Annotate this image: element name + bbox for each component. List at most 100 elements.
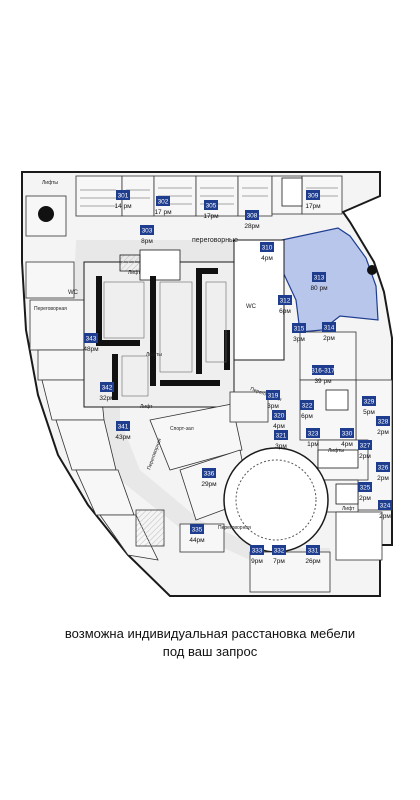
- room-capacity-309: 17рм: [305, 203, 321, 210]
- room-number-327: 327: [360, 443, 371, 450]
- room-tag-301: [116, 190, 130, 200]
- room-tag-330: [340, 428, 354, 438]
- lower-centre: [135, 391, 331, 593]
- room-number-312: 312: [280, 298, 291, 305]
- room-tag-343: [84, 333, 98, 343]
- label-lift-center: Лифт: [128, 270, 141, 276]
- room-capacity-328: 2рм: [377, 429, 389, 436]
- room-number-314: 314: [324, 325, 335, 332]
- room-number-319: 319: [268, 393, 279, 400]
- room-capacity-331: 26рм: [305, 558, 321, 565]
- central-block: [83, 239, 285, 408]
- room-tag-308: [245, 210, 259, 220]
- room-capacity-316-317: 39 рм: [314, 378, 332, 385]
- room-313-area: [281, 227, 379, 333]
- room-number-342: 342: [102, 385, 113, 392]
- room-capacity-312: 6рм: [279, 308, 291, 315]
- right-core: [119, 177, 359, 505]
- room-number-325: 325: [360, 485, 371, 492]
- left-wing-rooms: [25, 195, 159, 561]
- label-sport-hall: Спорт-зал: [170, 426, 194, 432]
- room-tag-341: [116, 421, 130, 431]
- column-dot: [367, 265, 377, 275]
- room-number-333: 333: [252, 548, 263, 555]
- room-tag-327: [358, 440, 372, 450]
- room-number-310: 310: [262, 245, 273, 252]
- label-meeting-bottom: Переговорная: [218, 525, 251, 531]
- label-lift-right: Лифт: [342, 506, 355, 512]
- room-capacity-327: 2рм: [359, 453, 371, 460]
- room-number-305: 305: [206, 203, 217, 210]
- room-tag-326: [376, 462, 390, 472]
- room-tag-310: [260, 242, 274, 252]
- room-number-322: 322: [302, 403, 313, 410]
- room-tag-328: [376, 416, 390, 426]
- room-capacity-343: 48рм: [83, 346, 99, 353]
- room-tag-336: [202, 468, 216, 478]
- label-meeting-left: Переговорная: [34, 306, 67, 312]
- room-capacity-341: 43рм: [115, 434, 131, 441]
- room-tag-321: [274, 430, 288, 440]
- room-tag-312: [278, 295, 292, 305]
- room-capacity-313: 80 рм: [310, 285, 328, 292]
- room-capacity-302: 17 рм: [154, 209, 172, 216]
- caption-line-2: под ваш запрос: [162, 644, 258, 659]
- room-tag-320: [272, 410, 286, 420]
- room-capacity-301: 14 рм: [114, 203, 132, 210]
- room-capacity-333: 9рм: [251, 558, 263, 565]
- room-number-316-317: 316-317: [311, 368, 335, 375]
- room-tag-314: [322, 322, 336, 332]
- room-tag-309: [306, 190, 320, 200]
- room-tag-315: [292, 323, 306, 333]
- room-number-303: 303: [142, 228, 153, 235]
- room-number-329: 329: [364, 399, 375, 406]
- room-capacity-332: 7рм: [273, 558, 285, 565]
- caption-line-1: возможна индивидуальная расстановка мебе…: [64, 626, 356, 641]
- room-number-343: 343: [86, 336, 97, 343]
- room-capacity-330: 4рм: [341, 441, 353, 448]
- room-capacity-315: 3рм: [293, 336, 305, 343]
- desk-clusters-top: [80, 187, 338, 207]
- corridor: [72, 240, 330, 560]
- label-wc-center: WC: [246, 304, 257, 310]
- room-capacity-326: 2рм: [377, 475, 389, 482]
- room-capacity-305: 17рм: [203, 213, 219, 220]
- room-number-313: 313: [314, 275, 325, 282]
- room-number-321: 321: [276, 433, 287, 440]
- room-tag-303: [140, 225, 154, 235]
- column-dot: [38, 206, 54, 222]
- label-meeting-top: переговорные: [192, 237, 238, 244]
- room-capacity-319: 3рм: [267, 403, 279, 410]
- room-number-324: 324: [380, 503, 391, 510]
- room-number-341: 341: [118, 424, 129, 431]
- room-capacity-310: 4рм: [261, 255, 273, 262]
- room-tag-319: [266, 390, 280, 400]
- room-number-309: 309: [308, 193, 319, 200]
- room-number-323: 323: [308, 431, 319, 438]
- room-number-315: 315: [294, 326, 305, 333]
- floor-plan: Лифты WC переговорные Лифт WC Лифты Лифт…: [21, 171, 393, 597]
- room-number-331: 331: [308, 548, 319, 555]
- room-capacity-322: 6рм: [301, 413, 313, 420]
- room-capacity-321: 3рм: [275, 443, 287, 450]
- room-capacity-308: 28рм: [244, 223, 260, 230]
- room-capacity-336: 29рм: [201, 481, 217, 488]
- room-number-328: 328: [378, 419, 389, 426]
- room-capacity-342: 32рм: [99, 395, 115, 402]
- label-lift-small: Лифт: [140, 404, 153, 410]
- room-capacity-320: 4рм: [273, 423, 285, 430]
- room-number-302: 302: [158, 199, 169, 206]
- room-capacity-314: 2рм: [323, 335, 335, 342]
- room-tag-313: [312, 272, 326, 282]
- room-capacity-329: 5рм: [363, 409, 375, 416]
- label-wc-left: WC: [68, 290, 79, 296]
- room-number-320: 320: [274, 413, 285, 420]
- room-tag-324: [378, 500, 392, 510]
- room-tag-325: [358, 482, 372, 492]
- room-tag-323: [306, 428, 320, 438]
- room-number-308: 308: [247, 213, 258, 220]
- room-number-330: 330: [342, 431, 353, 438]
- room-tag-335: [190, 524, 204, 534]
- label-lifts-center: Лифты: [146, 352, 162, 358]
